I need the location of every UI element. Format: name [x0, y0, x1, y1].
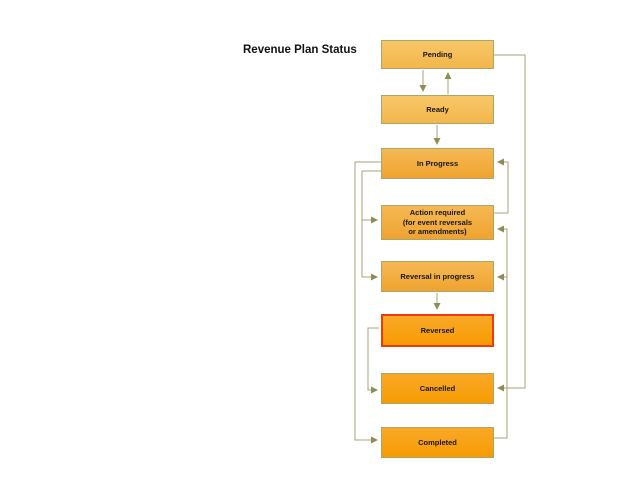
node-ready: Ready [381, 95, 494, 124]
edge-reversed-to-cancelled [367, 327, 379, 394]
edge-pending-to-cancelled [494, 54, 526, 392]
node-completed: Completed [381, 427, 494, 458]
node-in-progress: In Progress [381, 148, 494, 179]
diagram-title: Revenue Plan Status [243, 44, 357, 56]
node-reversal-in-progress: Reversal in progress [381, 261, 494, 292]
edge-action-required-to-in-progress [494, 158, 509, 214]
node-cancelled: Cancelled [381, 373, 494, 404]
edge-in-progress-to-completed [354, 161, 381, 444]
node-action-required: Action required (for event reversals or … [381, 205, 494, 240]
edge-completed-to-action-required [494, 225, 508, 439]
node-pending: Pending [381, 40, 494, 69]
edge-in-progress-to-reversal [361, 170, 381, 281]
node-reversed: Reversed [381, 314, 494, 347]
